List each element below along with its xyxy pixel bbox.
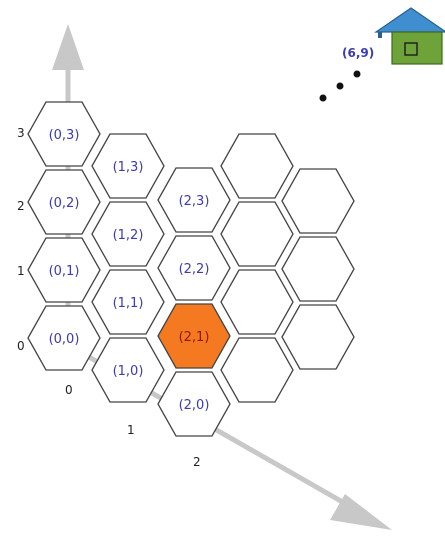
row-number: 3 [17,126,25,140]
hex-cell [281,168,355,234]
column-numbers: 0 1 2 [65,383,201,469]
dot [319,94,327,102]
hex-cell [157,167,231,233]
dot [353,70,361,78]
hex-cell-label: (0,1) [49,264,80,279]
hex-cell-label: (0,0) [49,332,80,347]
hex-cell [220,133,294,199]
hex-cell [27,101,101,167]
column-number: 1 [127,423,135,437]
hex-cell-label: (2,3) [179,194,210,209]
hex-cell [27,305,101,371]
house-roof-eave [378,32,382,38]
hex-cell-label: (1,1) [113,296,144,311]
hex-cell [91,133,165,199]
house-coordinate-label: (6,9) [342,46,374,60]
hex-cell [220,269,294,335]
column-number: 0 [65,383,73,397]
hex-cell-label: (2,1) [179,330,210,345]
diagonal-axis-arrowhead [330,494,392,530]
dot [336,82,344,90]
hex-cell [281,304,355,370]
hex-grid: (0,3) (0,2) (0,1) (0,0) (1,3) (1,2) (1,1) (1,0)… [27,101,355,437]
hex-cell-label: (1,2) [113,228,144,243]
hex-cell [27,237,101,303]
hex-cell-highlighted [157,303,231,369]
ellipsis-dots [319,70,361,102]
hex-cell-label: (2,2) [179,262,210,277]
hex-cell [157,371,231,437]
hex-cell [220,337,294,403]
house-roof [374,7,445,33]
hex-cell [157,235,231,301]
house-icon [374,7,445,65]
hex-cell [220,201,294,267]
hex-cell-label: (1,0) [113,364,144,379]
hex-cell-label: (1,3) [113,160,144,175]
row-number: 0 [17,339,25,353]
hex-cell-label: (0,3) [49,128,80,143]
hex-cell [91,337,165,403]
hex-cell-label: (2,0) [179,398,210,413]
hex-cell-label: (0,2) [49,196,80,211]
hex-cell [91,201,165,267]
hex-cell [27,169,101,235]
vertical-axis-arrowhead [52,24,84,70]
hex-cell [281,236,355,302]
row-number: 1 [17,264,25,278]
row-number: 2 [17,199,25,213]
column-number: 2 [193,455,201,469]
house-window [404,42,418,56]
row-numbers: 3 2 1 0 [17,126,25,353]
hex-cell [91,269,165,335]
